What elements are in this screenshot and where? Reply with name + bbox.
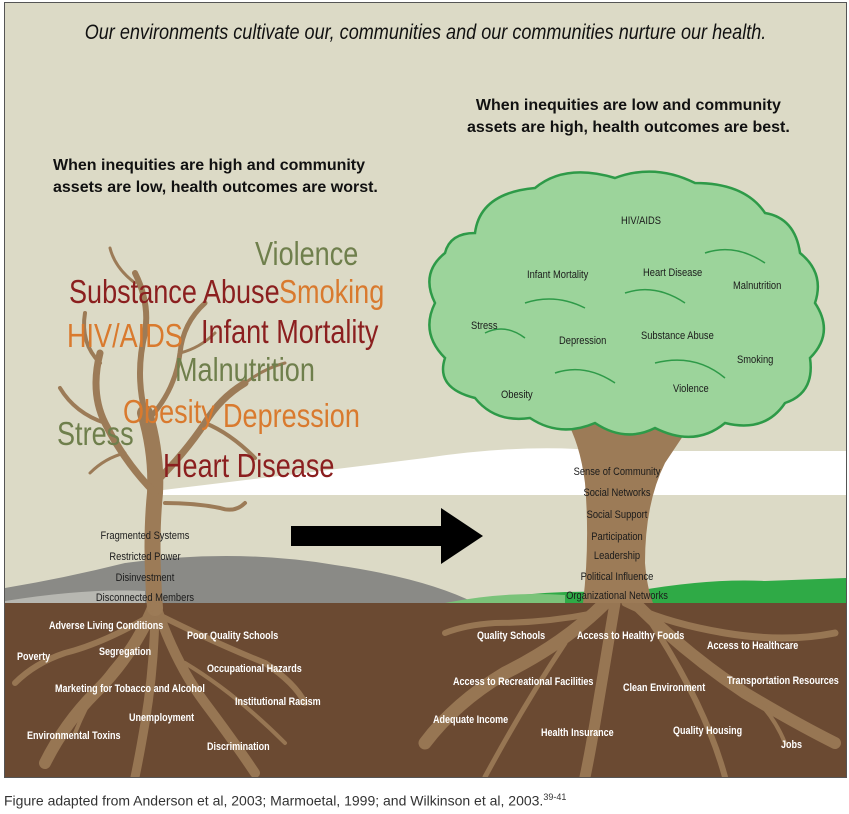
right-outcome-stress: Stress xyxy=(471,320,498,332)
right-root-label: Quality Housing xyxy=(673,725,743,737)
right-root-label: Access to Healthy Foods xyxy=(577,630,685,642)
right-caption-line2: assets are high, health outcomes are bes… xyxy=(467,119,790,136)
right-trunk-label: Social Networks xyxy=(583,487,651,499)
right-root-label: Quality Schools xyxy=(477,630,546,642)
right-outcome-depression: Depression xyxy=(559,335,607,347)
left-root-label: Discrimination xyxy=(207,741,270,753)
left-tree xyxy=(58,246,287,616)
right-root-label: Jobs xyxy=(781,739,803,751)
right-outcome-hiv-aids: HIV/AIDS xyxy=(621,215,662,227)
right-caption-line1: When inequities are low and community xyxy=(475,97,781,114)
left-outcome-hiv-aids: HIV/AIDS xyxy=(67,317,183,354)
left-root-label: Adverse Living Conditions xyxy=(49,620,164,632)
right-outcome-substance-abuse: Substance Abuse xyxy=(641,330,714,342)
footnote-superscript: 39-41 xyxy=(543,792,567,802)
right-caption: When inequities are low and community as… xyxy=(467,95,790,139)
right-trunk-label: Sense of Community xyxy=(573,466,661,478)
left-root-label: Institutional Racism xyxy=(235,696,321,708)
right-trunk-label: Leadership xyxy=(593,550,641,562)
right-roots xyxy=(418,596,841,777)
right-root-label: Access to Healthcare xyxy=(707,640,799,652)
figure-footnote: Figure adapted from Anderson et al, 2003… xyxy=(4,792,566,809)
cloud-band xyxy=(155,448,846,495)
left-trunk-label: Disconnected Members xyxy=(95,592,195,604)
left-root-label: Environmental Toxins xyxy=(27,730,121,742)
left-caption-line2: assets are low, health outcomes are wors… xyxy=(53,179,378,196)
right-outcome-obesity: Obesity xyxy=(501,389,533,401)
left-hill-light xyxy=(5,590,145,603)
left-roots xyxy=(12,597,308,777)
right-trunk-label: Participation xyxy=(591,531,643,543)
right-root-label: Access to Recreational Facilities xyxy=(453,676,594,688)
right-root-label: Adequate Income xyxy=(433,714,509,726)
right-outcome-smoking: Smoking xyxy=(737,354,774,366)
left-root-label: Occupational Hazards xyxy=(207,663,302,675)
footnote-text: Figure adapted from Anderson et al, 2003… xyxy=(4,792,544,809)
left-root-label: Unemployment xyxy=(129,712,195,724)
right-hill-light xyxy=(445,594,565,603)
right-trunk-label: Organizational Networks xyxy=(566,590,668,602)
arrow-icon xyxy=(291,508,483,564)
left-outcome-violence: Violence xyxy=(255,235,359,272)
right-root-label: Clean Environment xyxy=(623,682,706,694)
left-caption-line1: When inequities are high and community xyxy=(53,157,366,174)
right-root-label: Health Insurance xyxy=(541,727,614,739)
right-outcome-malnutrition: Malnutrition xyxy=(733,280,782,292)
left-root-label: Segregation xyxy=(99,646,152,658)
right-outcome-infant-mortality: Infant Mortality xyxy=(527,269,589,281)
left-root-label: Poverty xyxy=(17,651,51,663)
left-outcome-depression: Depression xyxy=(223,397,360,434)
diagram-art xyxy=(5,3,846,777)
left-outcome-malnutrition: Malnutrition xyxy=(175,351,315,388)
left-outcome-smoking: Smoking xyxy=(279,273,385,310)
right-outcome-heart-disease: Heart Disease xyxy=(643,267,703,279)
left-outcome-infant-mortality: Infant Mortality xyxy=(201,313,379,350)
left-outcome-heart-disease: Heart Disease xyxy=(163,447,335,484)
left-outcome-substance-abuse: Substance Abuse xyxy=(69,273,280,310)
right-trunk-label: Social Support xyxy=(586,509,648,521)
right-trunk-label: Political Influence xyxy=(580,571,654,583)
left-root-label: Poor Quality Schools xyxy=(187,630,279,642)
figure-frame: Our environments cultivate our, communit… xyxy=(4,2,847,778)
left-root-label: Marketing for Tobacco and Alcohol xyxy=(55,683,205,695)
right-outcome-violence: Violence xyxy=(673,383,709,395)
headline: Our environments cultivate our, communit… xyxy=(84,21,767,44)
left-outcome-obesity: Obesity xyxy=(123,393,215,430)
left-caption: When inequities are high and community a… xyxy=(53,155,378,199)
left-trunk-label: Fragmented Systems xyxy=(100,530,190,542)
right-root-label: Transportation Resources xyxy=(727,675,839,687)
right-canopy xyxy=(428,170,826,439)
left-trunk-label: Disinvestment xyxy=(115,572,175,584)
left-outcome-stress: Stress xyxy=(57,415,134,452)
left-trunk-label: Restricted Power xyxy=(109,551,181,563)
